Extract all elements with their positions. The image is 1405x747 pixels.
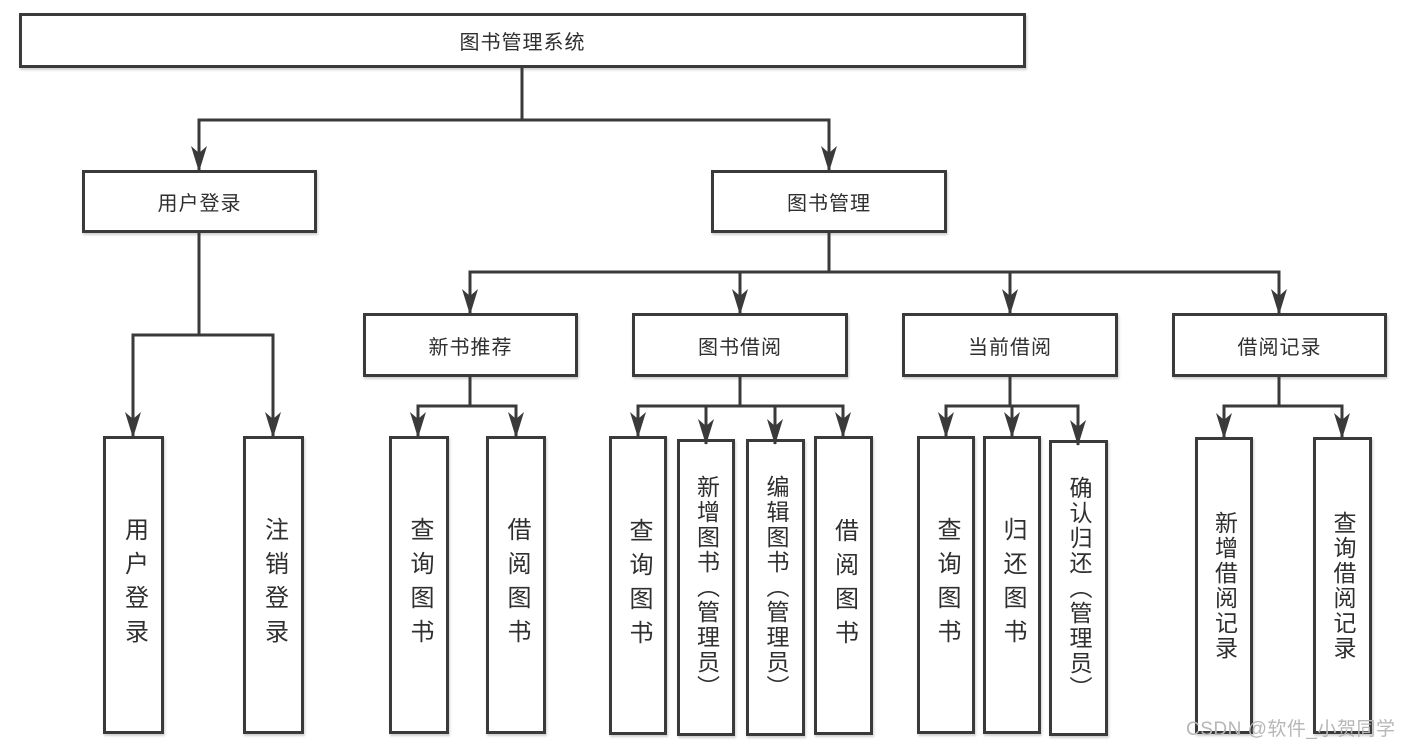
node-label: 归还图书 [999, 517, 1026, 653]
node-label: 注销登录 [260, 517, 288, 653]
node-new-book-recommendation: 新书推荐 [363, 313, 578, 377]
node-user-login: 用户登录 [82, 170, 317, 233]
connector-borrow-records-children [1216, 377, 1350, 439]
node-label: 确认归还（管理员） [1066, 475, 1092, 701]
leaf-borrow-books-rec: 借阅图书 [486, 436, 546, 734]
node-book-management: 图书管理 [711, 170, 947, 233]
leaf-query-books-borrow: 查询图书 [609, 436, 667, 735]
node-label: 借阅记录 [1237, 336, 1322, 359]
leaf-return-books: 归还图书 [983, 436, 1041, 734]
connector-root-to-level2 [191, 68, 837, 172]
node-label: 查询图书 [406, 517, 433, 653]
node-borrowing-records: 借阅记录 [1172, 313, 1387, 377]
node-label: 新增借阅记录 [1211, 510, 1238, 661]
leaf-borrow-books: 借阅图书 [814, 436, 873, 735]
node-label: 新书推荐 [428, 336, 513, 359]
node-label: 查询图书 [933, 517, 960, 653]
leaf-logout: 注销登录 [243, 436, 304, 734]
node-label: 借阅图书 [830, 517, 858, 654]
node-current-borrowing: 当前借阅 [902, 313, 1118, 377]
connector-current-borrow-children [938, 377, 1086, 446]
leaf-query-books-rec: 查询图书 [389, 436, 449, 734]
node-label: 图书管理 [787, 193, 871, 215]
node-label: 查询借阅记录 [1330, 510, 1356, 661]
node-library-management-system: 图书管理系统 [19, 13, 1026, 68]
leaf-edit-books-admin: 编辑图书（管理员） [746, 439, 805, 736]
leaf-add-borrow-record: 新增借阅记录 [1195, 437, 1253, 734]
leaf-add-books-admin: 新增图书（管理员） [677, 439, 735, 736]
node-label: 用户登录 [157, 193, 242, 215]
node-label: 图书管理系统 [459, 32, 586, 54]
node-label: 用户登录 [120, 517, 148, 653]
node-label: 图书借阅 [698, 336, 782, 359]
node-book-borrowing: 图书借阅 [632, 313, 848, 377]
node-label: 编辑图书（管理员） [763, 475, 789, 700]
node-label: 当前借阅 [968, 336, 1052, 359]
leaf-confirm-return-admin: 确认归还（管理员） [1049, 440, 1108, 736]
node-label: 借阅图书 [503, 517, 530, 653]
connector-book-mgmt-children [462, 233, 1287, 315]
connector-user-login-children [125, 233, 281, 438]
leaf-query-books-current: 查询图书 [917, 436, 975, 734]
node-label: 新增图书（管理员） [693, 475, 720, 700]
csdn-watermark: CSDN @软件_小贺同学 [1186, 719, 1396, 740]
node-label: 查询图书 [625, 517, 652, 654]
leaf-query-borrow-record: 查询借阅记录 [1313, 437, 1372, 734]
leaf-user-login: 用户登录 [103, 436, 164, 734]
connector-book-borrow-children [630, 377, 851, 445]
connector-new-book-rec-children [410, 377, 524, 438]
